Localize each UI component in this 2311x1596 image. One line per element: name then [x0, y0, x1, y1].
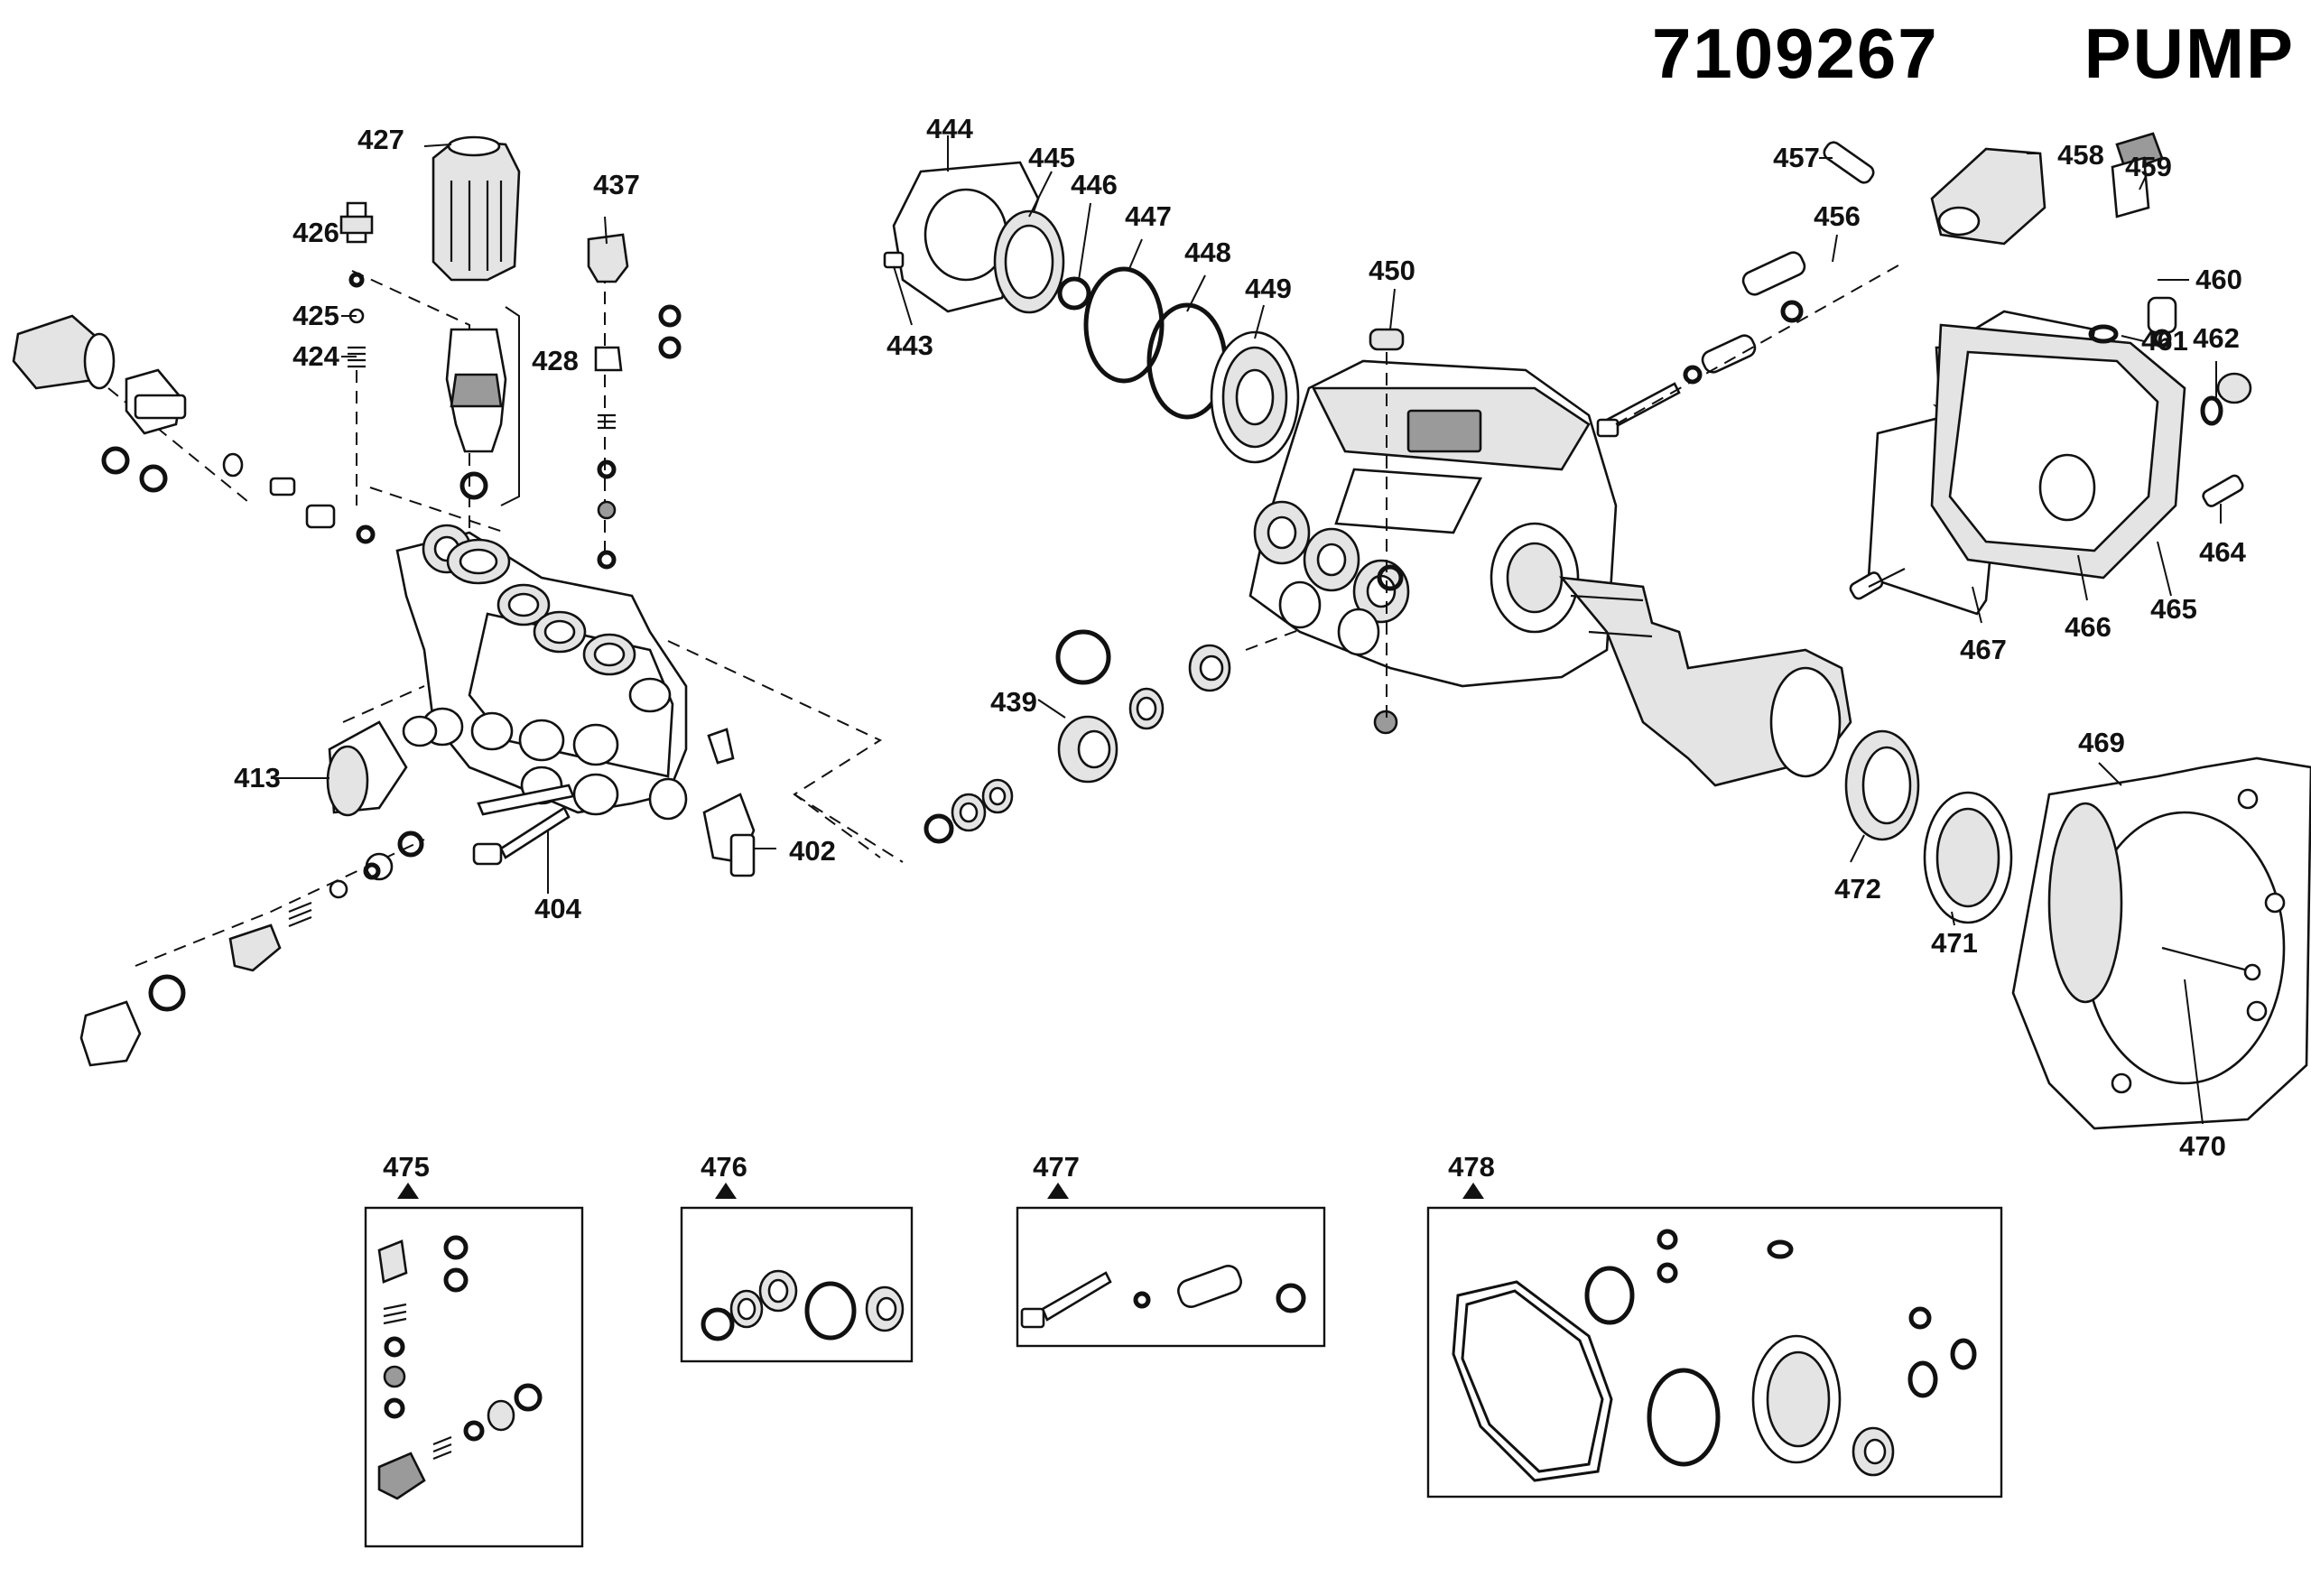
part-label-460: 460: [2195, 264, 2242, 295]
part-label-459: 459: [2125, 151, 2172, 182]
part-label-471: 471: [1931, 927, 1978, 959]
part-label-443: 443: [886, 329, 933, 361]
part-label-449: 449: [1245, 273, 1292, 304]
manifold-assembly: [12, 135, 904, 1067]
part-label-427: 427: [357, 124, 404, 155]
part-label-447: 447: [1125, 200, 1172, 232]
part-label-464: 464: [2199, 536, 2246, 568]
part-label-426: 426: [292, 217, 339, 248]
diagram-title: 7109267 PUMP: [1651, 14, 2295, 93]
part-label-439: 439: [990, 686, 1037, 718]
part-label-462: 462: [2193, 322, 2240, 354]
part-label-425: 425: [292, 300, 339, 331]
crankcase-assembly: [1248, 328, 2013, 924]
part-label-437: 437: [593, 169, 640, 200]
bearing-cover-group: [883, 161, 1300, 464]
kit-478: [1426, 1183, 2003, 1499]
connecting-rod-group: [1596, 141, 2046, 438]
part-label-457: 457: [1773, 142, 1820, 173]
part-label-456: 456: [1814, 200, 1861, 232]
kit-label-477: 477: [1033, 1151, 1080, 1183]
part-label-413: 413: [234, 762, 281, 793]
part-label-472: 472: [1834, 873, 1881, 905]
part-label-424: 424: [292, 340, 339, 372]
kit-label-475: 475: [383, 1151, 430, 1183]
part-label-446: 446: [1071, 169, 1118, 200]
part-label-450: 450: [1369, 255, 1415, 286]
part-label-445: 445: [1028, 142, 1075, 173]
kit-476: [680, 1183, 914, 1363]
part-label-470: 470: [2179, 1130, 2226, 1162]
part-label-461: 461: [2141, 325, 2188, 357]
part-label-458: 458: [2057, 139, 2104, 171]
part-label-448: 448: [1184, 237, 1231, 268]
rear-cover-group: [1849, 132, 2252, 616]
part-label-428: 428: [532, 345, 579, 376]
kit-477: [1016, 1183, 1326, 1348]
part-label-466: 466: [2065, 611, 2111, 643]
part-label-404: 404: [534, 893, 581, 924]
part-label-402: 402: [789, 835, 836, 867]
part-label-467: 467: [1960, 634, 2007, 665]
part-label-465: 465: [2150, 593, 2197, 625]
kit-label-478: 478: [1448, 1151, 1495, 1183]
part-label-469: 469: [2078, 727, 2125, 758]
kit-475: [364, 1183, 584, 1548]
part-label-444: 444: [926, 113, 973, 144]
seal-stack: [923, 622, 1319, 844]
kit-label-476: 476: [701, 1151, 747, 1183]
label-leaders: [271, 135, 2222, 1125]
mounting-flange: [2011, 756, 2311, 1130]
